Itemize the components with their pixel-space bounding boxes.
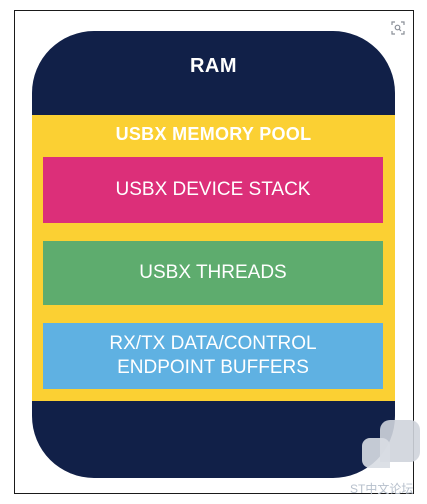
buffers-label-line-1: RX/TX DATA/CONTROL [109,333,317,354]
buffers-label-line-2: ENDPOINT BUFFERS [117,357,309,378]
memory-pool-label: USBX MEMORY POOL [115,124,312,144]
memory-pool-block: USBX MEMORY POOL USBX DEVICE STACK USBX … [32,115,395,401]
threads-block: USBX THREADS [43,241,383,305]
endpoint-buffers-block: RX/TX DATA/CONTROL ENDPOINT BUFFERS [43,323,383,389]
threads-label: USBX THREADS [139,262,287,283]
chat-bubble-small-icon [362,438,390,468]
device-stack-label: USBX DEVICE STACK [115,179,311,200]
watermark: ST中文论坛 [350,420,422,500]
zoom-icon [391,21,405,35]
device-stack-block: USBX DEVICE STACK [43,157,383,223]
zoom-button[interactable] [389,19,407,37]
watermark-text: ST中文论坛 [350,482,414,496]
ram-block: RAM USBX MEMORY POOL USBX DEVICE STACK U… [32,31,395,478]
ram-label: RAM [189,55,238,77]
